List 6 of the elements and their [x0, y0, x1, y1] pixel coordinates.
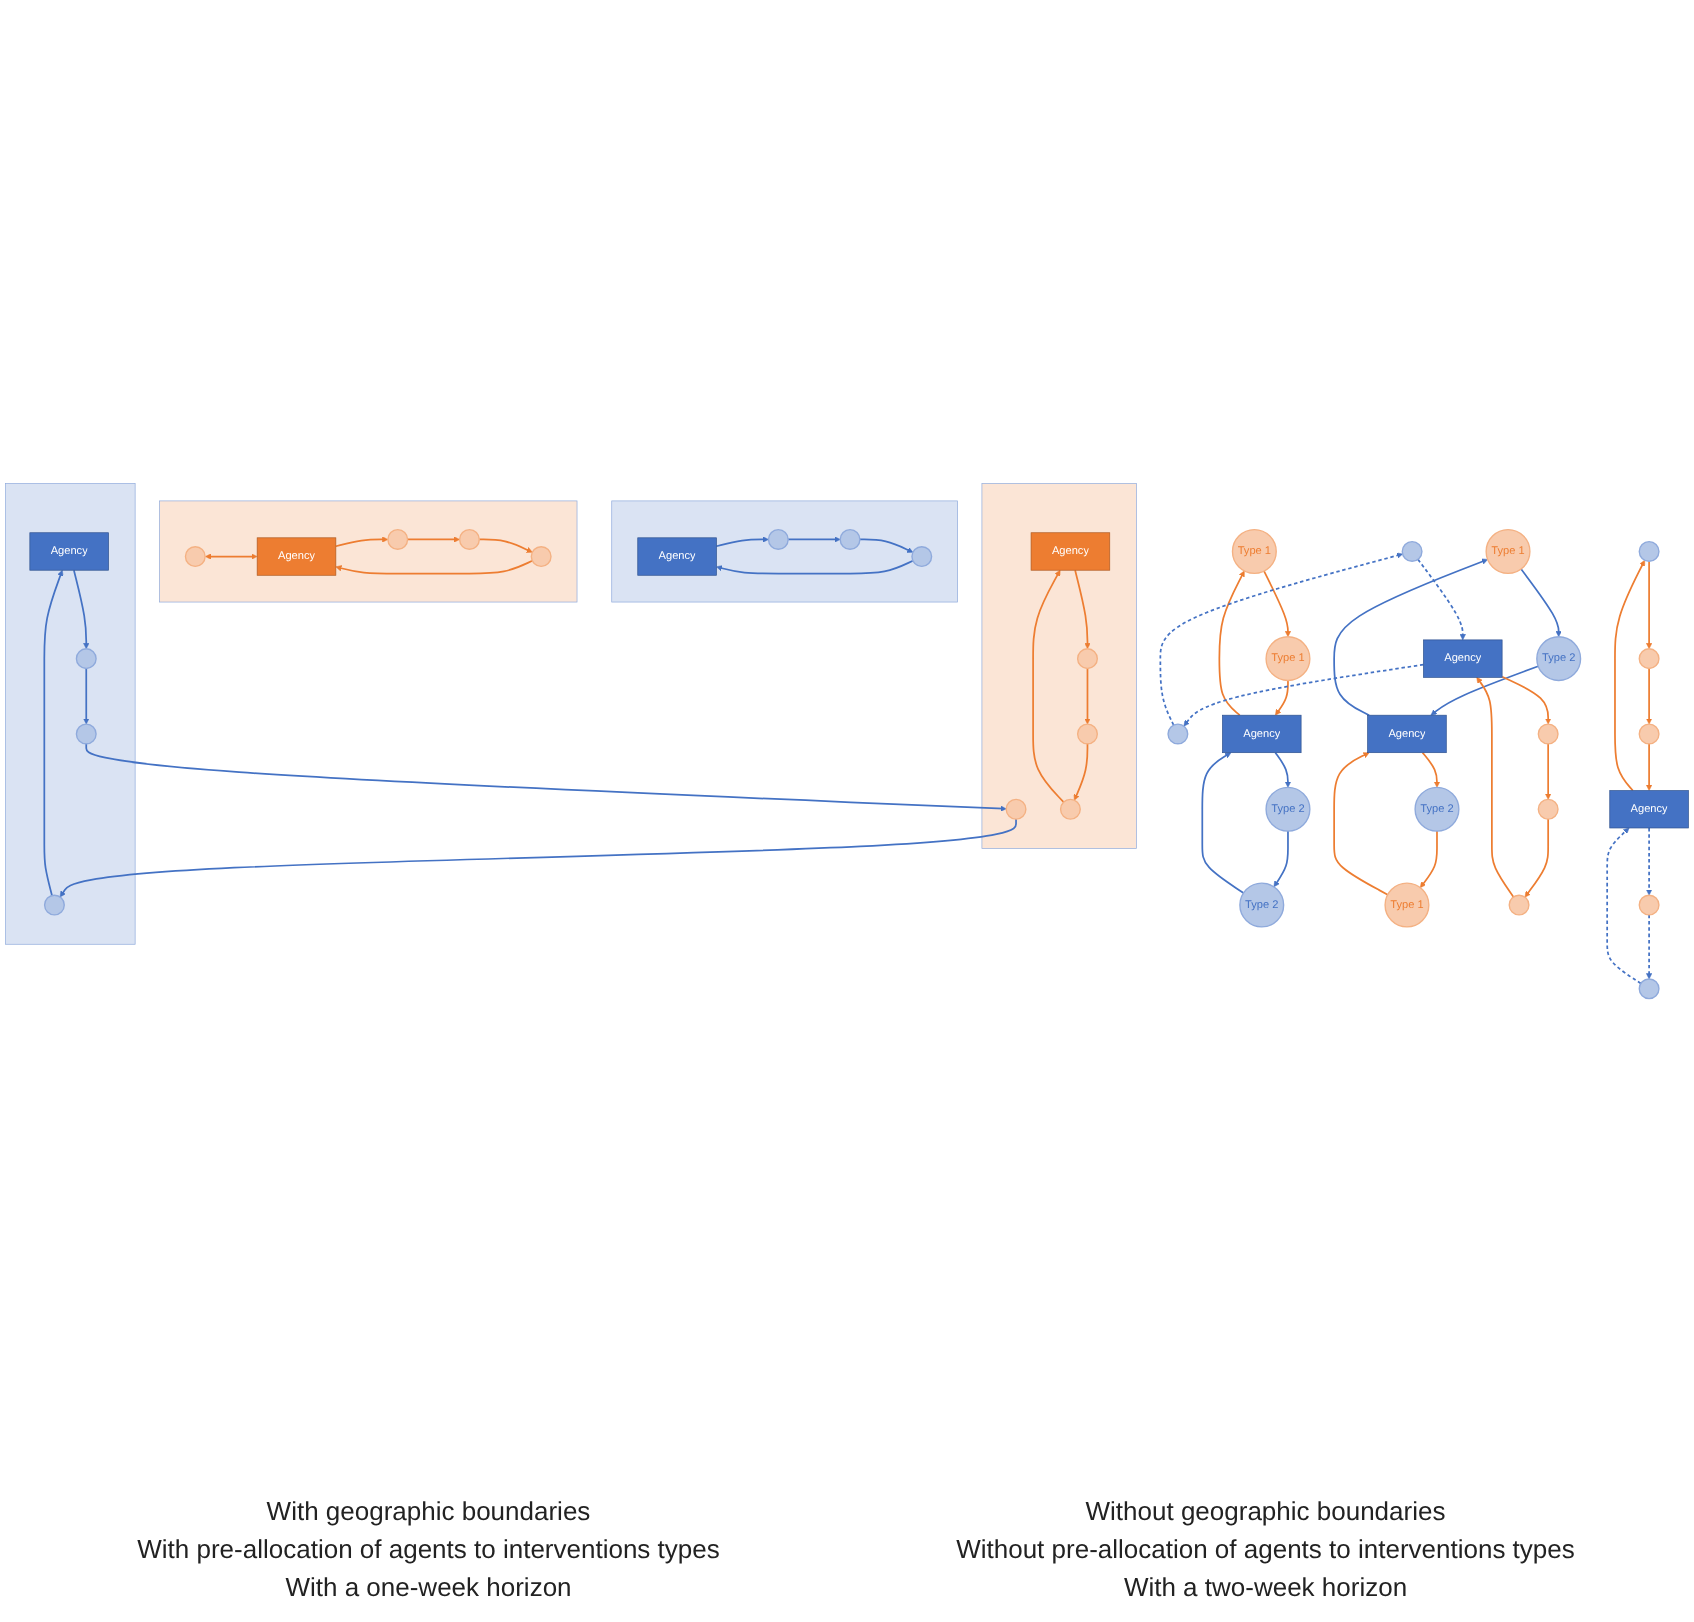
panel-caption: Without geographic boundaries [1083, 1496, 1448, 1526]
panel-caption: With a two-week horizon [1121, 1572, 1410, 1602]
panel-caption: Without pre-allocation of agents to interventions types [954, 1534, 1577, 1564]
panel-caption: With pre-allocation of agents to interventions types [135, 1534, 722, 1564]
panel-caption: With a one-week horizon [283, 1572, 574, 1602]
panel-caption: With geographic boundaries [264, 1496, 593, 1526]
